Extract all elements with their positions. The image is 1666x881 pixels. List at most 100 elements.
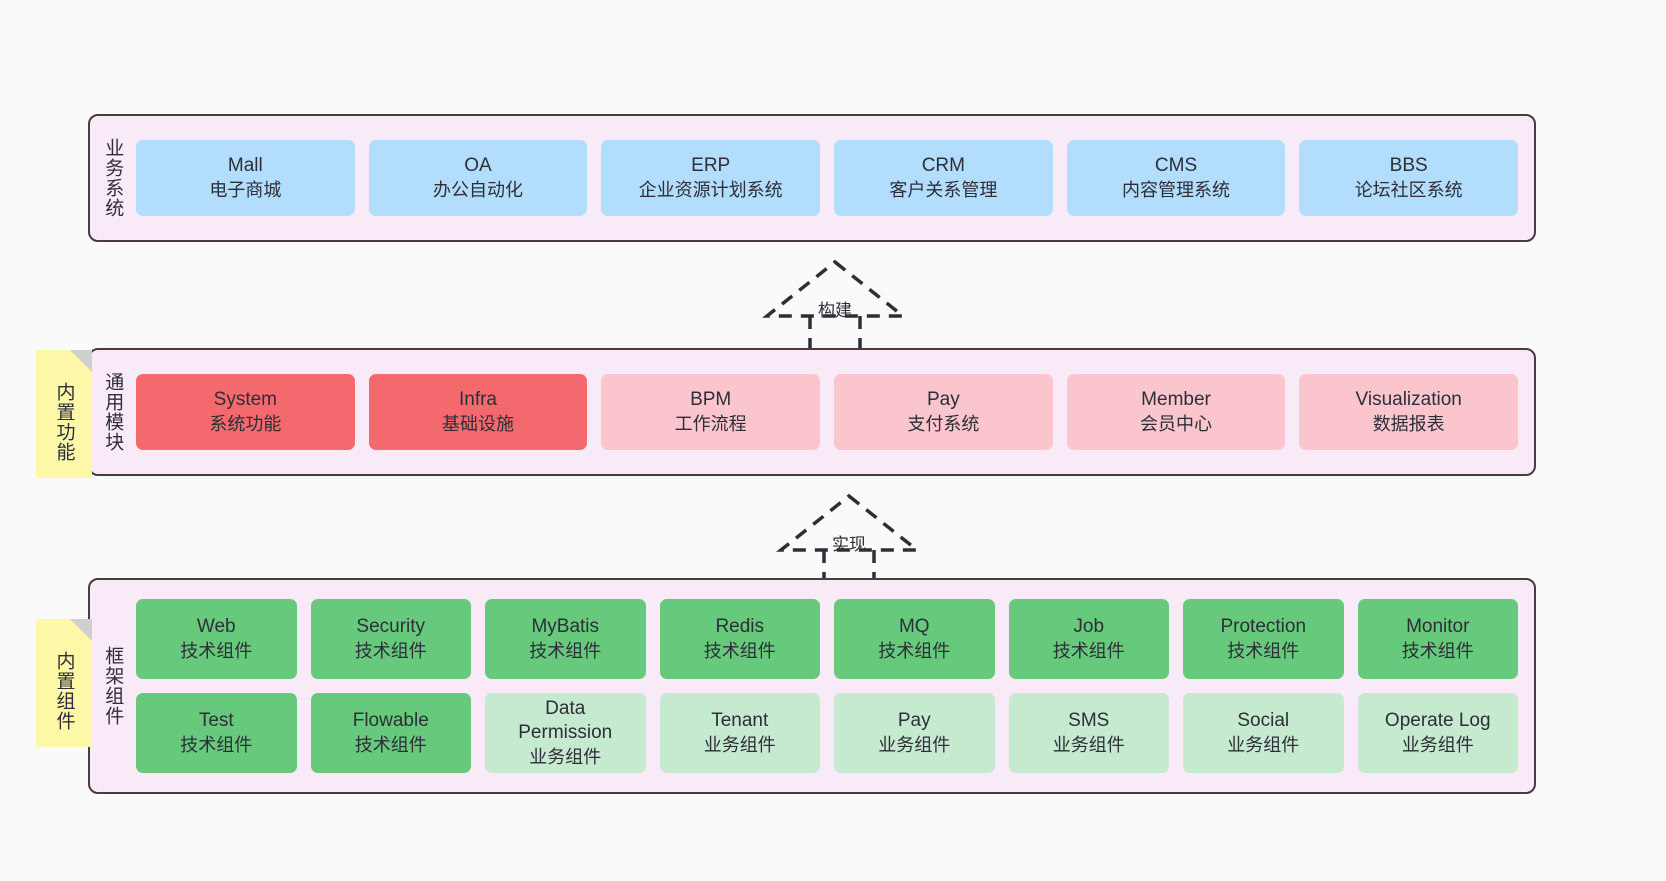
card-security[interactable]: Security 技术组件 bbox=[310, 599, 471, 679]
card-title-en: Data Permission bbox=[518, 698, 613, 744]
layer-framework-components: 框架组件 Web 技术组件 Security 技术组件 MyBatis 技术组件 bbox=[88, 578, 1536, 794]
card-title-cn: 技术组件 bbox=[1052, 640, 1125, 661]
card-title-en: OA bbox=[464, 155, 492, 177]
card-title-en: Tenant bbox=[711, 710, 769, 732]
card-title-cn: 技术组件 bbox=[354, 640, 427, 661]
layer-title-common-modules: 通用模块 bbox=[102, 372, 124, 452]
card-erp[interactable]: ERP 企业资源计划系统 bbox=[601, 140, 821, 216]
card-title-en: MQ bbox=[898, 616, 930, 638]
card-title-cn: 基础设施 bbox=[442, 413, 514, 434]
note-builtin-features: 内置功能 bbox=[36, 350, 92, 478]
card-title-en: CMS bbox=[1154, 155, 1198, 177]
card-title-cn: 业务组件 bbox=[529, 746, 602, 767]
card-visualization[interactable]: Visualization 数据报表 bbox=[1299, 374, 1519, 450]
card-title-cn: 技术组件 bbox=[1227, 640, 1300, 661]
arrow-head-triangle bbox=[775, 493, 923, 552]
card-job[interactable]: Job 技术组件 bbox=[1008, 599, 1169, 679]
card-row: Test 技术组件 Flowable 技术组件 Data Permission … bbox=[136, 693, 1518, 773]
card-infra[interactable]: Infra 基础设施 bbox=[368, 374, 588, 450]
layer-title-business-systems: 业务系统 bbox=[102, 138, 124, 218]
card-title-en: Visualization bbox=[1355, 389, 1462, 411]
card-title-cn: 支付系统 bbox=[907, 413, 980, 434]
card-title-cn: 业务组件 bbox=[1401, 734, 1474, 755]
card-title-en: Web bbox=[196, 616, 236, 638]
card-title-en: Monitor bbox=[1406, 616, 1470, 638]
card-pay-component[interactable]: Pay 业务组件 bbox=[834, 693, 995, 773]
card-title-en: Member bbox=[1141, 389, 1211, 411]
layer-business-systems: 业务系统 Mall 电子商城 OA 办公自动化 ERP 企业资源计划系统 bbox=[88, 114, 1536, 242]
card-crm[interactable]: CRM 客户关系管理 bbox=[834, 140, 1053, 216]
card-title-cn: 办公自动化 bbox=[433, 179, 523, 200]
layer-body-common-modules: System 系统功能 Infra 基础设施 BPM 工作流程 Pay 支付系统 bbox=[134, 350, 1534, 474]
card-title-en: Pay bbox=[897, 710, 931, 732]
card-title-cn: 会员中心 bbox=[1140, 413, 1213, 434]
card-mq[interactable]: MQ 技术组件 bbox=[834, 599, 995, 679]
card-bbs[interactable]: BBS 论坛社区系统 bbox=[1299, 140, 1519, 216]
card-tenant[interactable]: Tenant 业务组件 bbox=[659, 693, 820, 773]
card-row: Mall 电子商城 OA 办公自动化 ERP 企业资源计划系统 CRM 客户关系… bbox=[136, 140, 1519, 216]
card-title-en: BBS bbox=[1389, 155, 1428, 177]
connector-build: 构建 bbox=[755, 258, 915, 352]
card-system[interactable]: System 系统功能 bbox=[136, 374, 355, 450]
card-monitor[interactable]: Monitor 技术组件 bbox=[1357, 599, 1518, 679]
card-row: Web 技术组件 Security 技术组件 MyBatis 技术组件 Redi… bbox=[136, 599, 1518, 679]
connector-implement: 实现 bbox=[769, 492, 929, 586]
card-title-cn: 企业资源计划系统 bbox=[638, 179, 783, 200]
card-title-en: Operate Log bbox=[1384, 710, 1491, 732]
arrow-head-triangle bbox=[761, 259, 909, 318]
card-title-cn: 技术组件 bbox=[529, 640, 602, 661]
card-mybatis[interactable]: MyBatis 技术组件 bbox=[485, 599, 646, 679]
layer-common-modules: 通用模块 System 系统功能 Infra 基础设施 BPM 工作流程 bbox=[88, 348, 1536, 476]
card-title-en: System bbox=[213, 389, 278, 411]
card-title-en: Mall bbox=[227, 155, 263, 177]
card-data-permission[interactable]: Data Permission 业务组件 bbox=[485, 693, 646, 773]
card-cms[interactable]: CMS 内容管理系统 bbox=[1066, 140, 1286, 216]
card-title-cn: 业务组件 bbox=[703, 734, 776, 755]
card-title-en: Flowable bbox=[352, 710, 429, 732]
card-title-cn: 系统功能 bbox=[209, 413, 282, 434]
card-operate-log[interactable]: Operate Log 业务组件 bbox=[1357, 693, 1518, 773]
card-title-cn: 技术组件 bbox=[180, 640, 253, 661]
card-sms[interactable]: SMS 业务组件 bbox=[1008, 693, 1169, 773]
note-builtin-components: 内置组件 bbox=[36, 619, 92, 747]
card-title-en: CRM bbox=[921, 155, 965, 177]
card-title-en: Infra bbox=[458, 389, 498, 411]
card-title-cn: 业务组件 bbox=[1227, 734, 1300, 755]
card-title-en: Protection bbox=[1220, 616, 1307, 638]
card-title-cn: 数据报表 bbox=[1372, 413, 1445, 434]
card-title-en: SMS bbox=[1068, 710, 1110, 732]
card-title-en: ERP bbox=[691, 155, 731, 177]
card-title-en: Security bbox=[356, 616, 426, 638]
card-web[interactable]: Web 技术组件 bbox=[136, 599, 297, 679]
card-title-cn: 业务组件 bbox=[1052, 734, 1125, 755]
card-oa[interactable]: OA 办公自动化 bbox=[368, 140, 588, 216]
card-redis[interactable]: Redis 技术组件 bbox=[659, 599, 820, 679]
card-title-cn: 论坛社区系统 bbox=[1354, 179, 1463, 200]
card-title-cn: 技术组件 bbox=[354, 734, 427, 755]
card-pay-module[interactable]: Pay 支付系统 bbox=[834, 374, 1053, 450]
card-protection[interactable]: Protection 技术组件 bbox=[1183, 599, 1344, 679]
card-title-cn: 技术组件 bbox=[1401, 640, 1474, 661]
note-fold-corner bbox=[70, 350, 92, 372]
card-mall[interactable]: Mall 电子商城 bbox=[136, 140, 355, 216]
card-title-en: Pay bbox=[926, 389, 960, 411]
card-member[interactable]: Member 会员中心 bbox=[1066, 374, 1286, 450]
card-title-en: Job bbox=[1073, 616, 1105, 638]
connector-label-build: 构建 bbox=[818, 301, 852, 320]
card-title-cn: 业务组件 bbox=[878, 734, 951, 755]
card-title-en: Social bbox=[1237, 710, 1290, 732]
card-bpm[interactable]: BPM 工作流程 bbox=[601, 374, 821, 450]
card-flowable[interactable]: Flowable 技术组件 bbox=[310, 693, 471, 773]
card-row: System 系统功能 Infra 基础设施 BPM 工作流程 Pay 支付系统 bbox=[136, 374, 1519, 450]
layer-title-framework-components: 框架组件 bbox=[102, 646, 124, 726]
card-test[interactable]: Test 技术组件 bbox=[136, 693, 297, 773]
card-title-cn: 技术组件 bbox=[180, 734, 253, 755]
card-social[interactable]: Social 业务组件 bbox=[1183, 693, 1344, 773]
arrow-stem bbox=[808, 316, 862, 350]
card-title-cn: 电子商城 bbox=[209, 179, 282, 200]
note-fold-corner bbox=[70, 619, 92, 641]
connector-label-implement: 实现 bbox=[832, 535, 866, 554]
card-title-cn: 客户关系管理 bbox=[889, 179, 998, 200]
layer-body-framework-components: Web 技术组件 Security 技术组件 MyBatis 技术组件 Redi… bbox=[134, 580, 1534, 792]
